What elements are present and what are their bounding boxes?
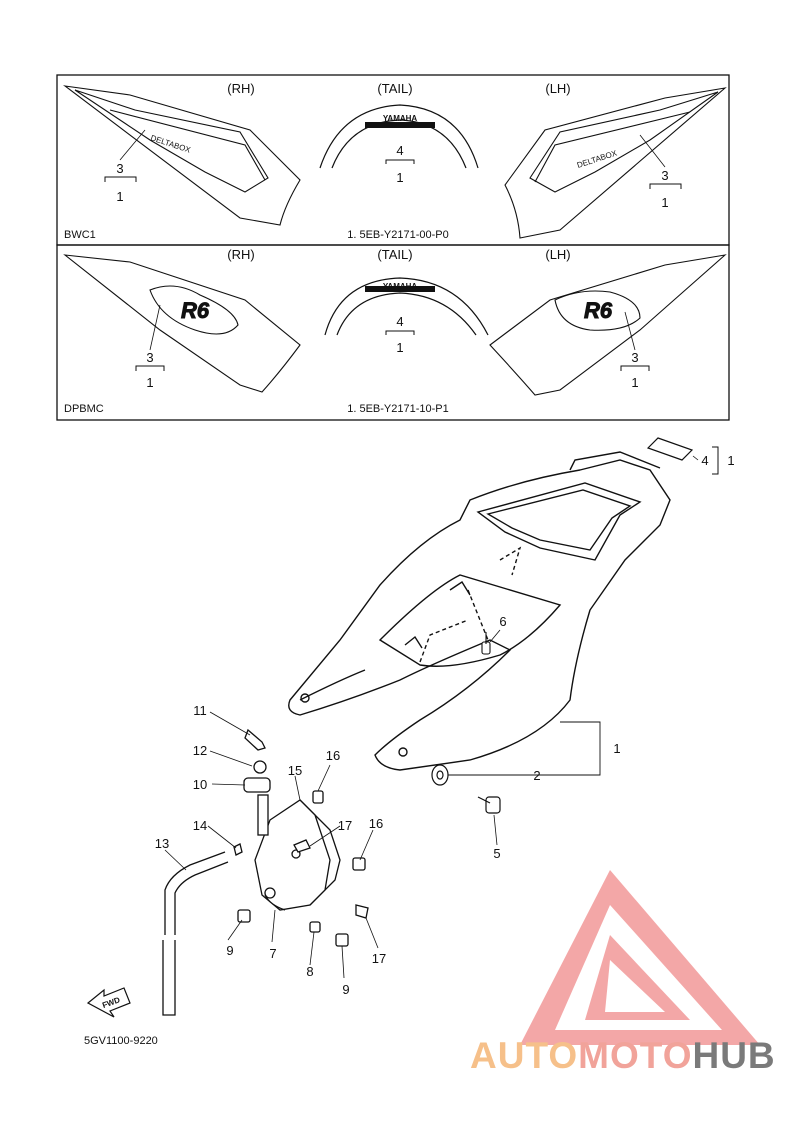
leader-line [489,629,501,643]
callout-lh-1: 1 [661,195,668,210]
color-code: BWC1 [64,229,96,241]
side-logo-rh: R6 [181,298,210,323]
callout-rh-1: 1 [146,375,153,390]
callout-tail-1: 1 [396,340,403,355]
fwd-arrow-icon: FWD [86,987,131,1018]
label-tail: (TAIL) [377,247,412,262]
side-logo-lh: R6 [584,298,613,323]
panel-bwc1: (RH) (TAIL) (LH) BWC1 1. 5EB-Y2171-00-P0… [56,74,730,246]
watermark-moto: MOTO [578,1035,693,1076]
taillight-assembly-graphic [233,728,369,947]
callout-rh-3: 3 [146,350,153,365]
callout-9a: 9 [226,943,233,958]
bracket [649,183,682,189]
tail-badge: YAMAHA [383,114,418,123]
lh-decal-graphic [489,254,727,396]
callout-10: 10 [193,777,207,792]
callout-tail-1: 1 [396,170,403,185]
label-rh: (RH) [227,81,254,96]
callout-14: 14 [193,818,207,833]
part-number: 1. 5EB-Y2171-00-P0 [347,229,449,241]
leader-line [119,129,146,161]
watermark-logo-icon [520,870,760,1045]
callout-16a: 16 [326,748,340,763]
callout-5: 5 [493,846,500,861]
leader-line [493,814,498,846]
leader-line [624,311,636,351]
label-lh: (LH) [545,247,570,262]
bracket [385,159,415,164]
callout-16b: 16 [369,816,383,831]
diagram-code: 5GV1100-9220 [84,1035,158,1047]
leader-line [448,721,601,776]
callout-7: 7 [269,946,276,961]
lh-decal-graphic: DELTABOX [504,87,727,239]
rh-decal-graphic [63,254,301,393]
tail-decal-graphic [319,104,479,169]
callout-17a: 17 [338,818,352,833]
label-rh: (RH) [227,247,254,262]
callout-4: 4 [701,453,708,468]
callout-9b: 9 [342,982,349,997]
leader-line [692,455,699,461]
watermark-hub: HUB [692,1035,776,1076]
hose-13-icon [162,851,229,1016]
callout-15: 15 [288,763,302,778]
callout-rh-1: 1 [116,189,123,204]
bracket [620,365,650,371]
watermark-auto: AUTO [470,1035,579,1076]
callout-tail-4: 4 [396,143,403,158]
bracket [385,330,415,335]
callout-lh-3: 3 [631,350,638,365]
callout-1-top: 1 [727,453,734,468]
leader-line [639,134,666,168]
svg-text:DELTABOX: DELTABOX [576,148,619,170]
bracket [135,365,165,371]
callout-13: 13 [155,836,169,851]
callout-1: 1 [613,741,620,756]
callout-lh-3: 3 [661,168,668,183]
callout-rh-3: 3 [116,161,123,176]
leader-lines [164,711,379,979]
callout-17b: 17 [372,951,386,966]
rh-decal-graphic: DELTABOX [62,85,301,226]
label-strip-icon [646,437,694,461]
leader-line [149,304,161,351]
bolt-5-icon [477,796,501,814]
callout-8: 8 [306,964,313,979]
label-lh: (LH) [545,81,570,96]
callout-tail-4: 4 [396,314,403,329]
part-number: 1. 5EB-Y2171-10-P1 [347,403,449,415]
bracket [712,446,719,475]
color-code: DPBMC [64,403,104,415]
callout-6: 6 [499,614,506,629]
watermark-text: AUTOMOTOHUB [470,1035,776,1077]
tail-badge: YAMAHA [383,282,418,291]
callout-2: 2 [533,768,540,783]
panel-dpbmc-border [56,244,730,421]
bracket [104,176,137,182]
callout-12: 12 [193,743,207,758]
seat-cowl-graphic [288,451,671,771]
panel-dpbmc: (RH) (TAIL) (LH) DPBMC 1. 5EB-Y2171-10-P… [56,244,730,421]
callout-lh-1: 1 [631,375,638,390]
label-tail: (TAIL) [377,81,412,96]
bolt-6-icon [481,632,491,655]
grommet-2-icon [431,764,449,786]
tail-decal-graphic [324,277,489,336]
callout-11: 11 [193,703,207,718]
